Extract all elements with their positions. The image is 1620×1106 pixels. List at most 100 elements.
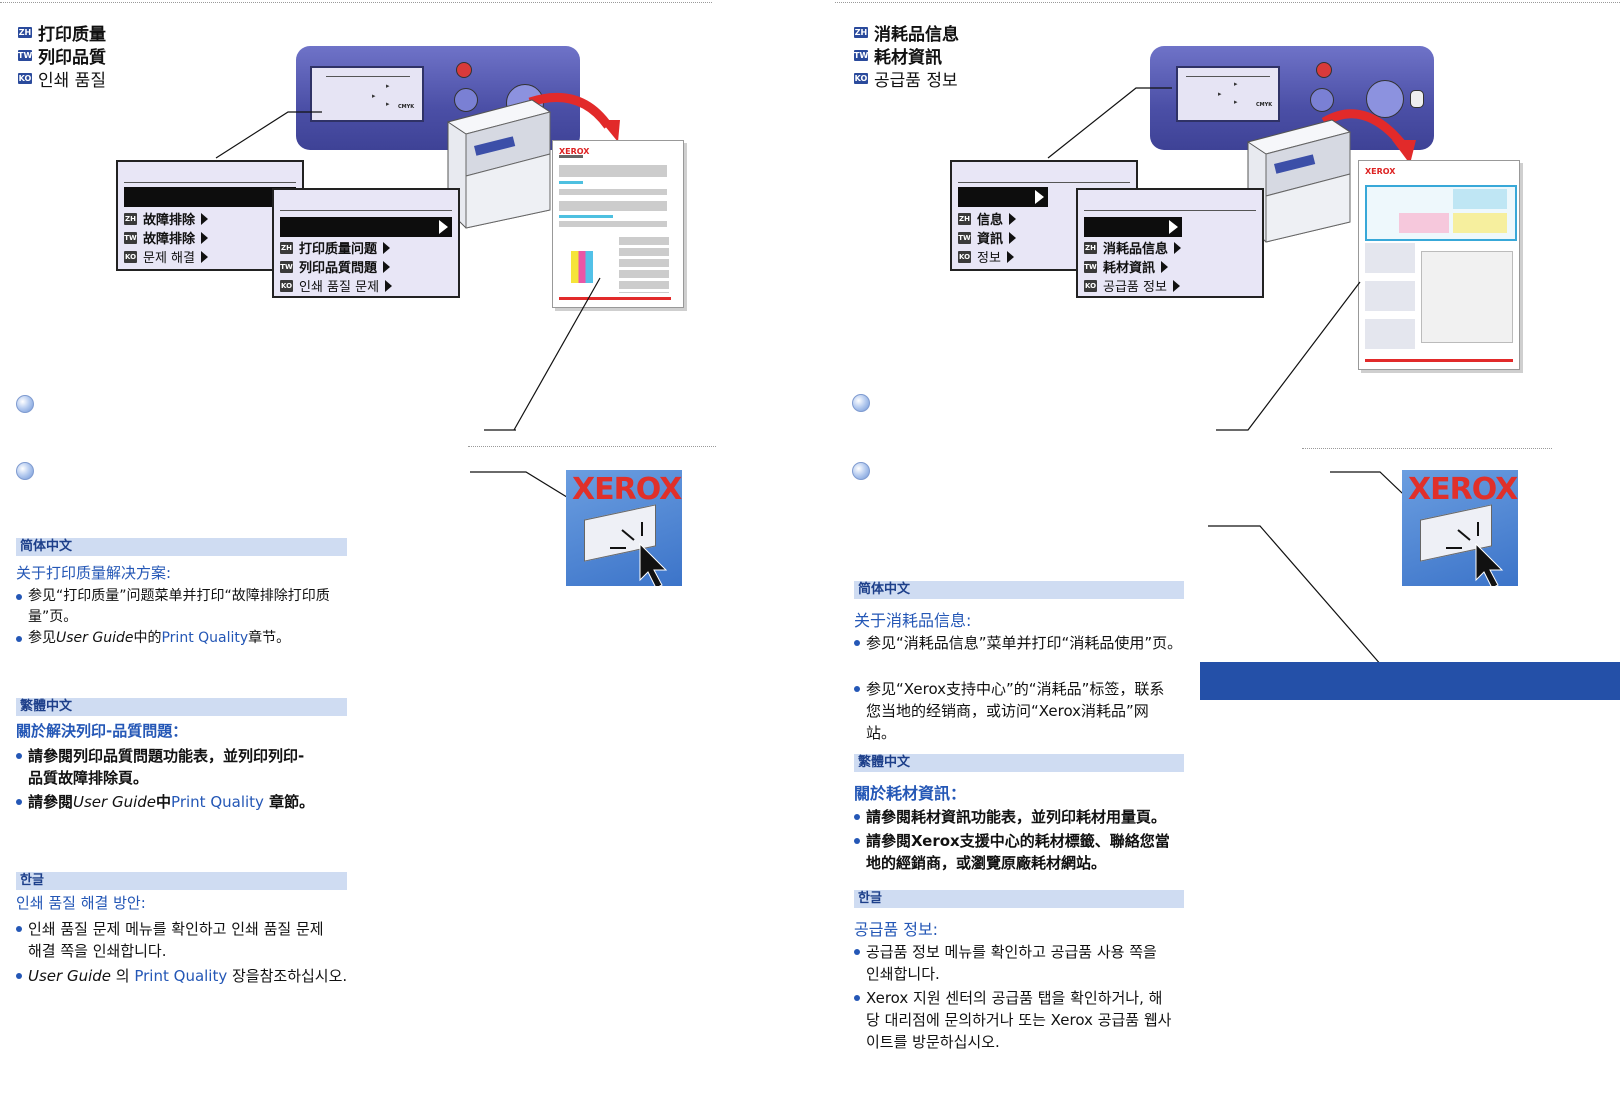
menu1-item-ko: KO 문제 해결 — [124, 247, 208, 266]
user-guide-ref: User Guide — [28, 967, 112, 985]
user-guide-ref: User Guide — [56, 630, 134, 646]
menu1-item-tw-text: 資訊 — [977, 232, 1004, 247]
xerox-support-center-icon: XEROX — [1402, 470, 1518, 586]
panel-lcd: ▸ ▸ ▸ CMYK — [1176, 66, 1280, 122]
section-zh-left: 简体中文 — [16, 538, 347, 556]
menu2-item-ko-text: 인쇄 품질 문제 — [299, 280, 380, 295]
mid-rule-right — [1302, 448, 1552, 449]
menu-tag: TW — [1084, 260, 1097, 273]
section-tw-left: 繁體中文 — [16, 698, 347, 716]
bullet-text: 請參閱Xerox支援中心的耗材標籤、聯絡您當地的經銷商，或瀏覽原廠耗材網站。 — [866, 832, 1170, 872]
bullet-text: 공급품 정보 메뉴를 확인하고 공급품 사용 쪽을 인쇄합니다. — [866, 943, 1157, 983]
output-arrow-icon — [1321, 109, 1406, 147]
lang-tag-tw: TW — [18, 50, 33, 61]
highlight-bar — [1200, 662, 1620, 700]
left-title-tw-text: 列印品質 — [38, 48, 106, 68]
text-part: 請參閱 — [28, 793, 74, 811]
heading-tw-left: 關於解決列印-品質問題： — [16, 722, 188, 740]
menu1-item-zh: ZH 信息 — [958, 209, 1017, 228]
right-title-ko: KO 공급품 정보 — [854, 66, 958, 91]
left-title-ko-text: 인쇄 품질 — [38, 71, 106, 91]
info-button-icon — [1410, 90, 1424, 108]
bullet-text: 인쇄 품질 문제 메뉴를 확인하고 인쇄 품질 문제 해결 쪽을 인쇄합니다. — [28, 920, 324, 960]
menu1-item-ko-text: 문제 해결 — [143, 251, 195, 266]
bullet-dot-icon — [16, 594, 22, 600]
page-xerox-mark: XEROX — [559, 147, 590, 156]
menu-tag: TW — [958, 231, 971, 244]
lang-tag-ko: KO — [18, 73, 32, 84]
text-part: 의 — [111, 967, 135, 985]
bullet-ko-left-1: 인쇄 품질 문제 메뉴를 확인하고 인쇄 품질 문제 해결 쪽을 인쇄합니다. — [16, 918, 336, 962]
step-bullet-icon — [852, 394, 870, 412]
heading-ko-left: 인쇄 품질 해결 방안: — [16, 894, 146, 912]
menu-tag: ZH — [1084, 241, 1097, 254]
bullet-dot-icon — [854, 814, 860, 820]
right-title-zh: ZH 消耗品信息 — [854, 20, 959, 45]
bullet-text: 請參閱User Guide中Print Quality 章節。 — [16, 791, 356, 813]
menu-tag: KO — [958, 250, 971, 263]
text-part: 章节。 — [248, 630, 291, 646]
printed-page-illustration: XEROX — [552, 140, 684, 308]
bullet-zh-left-2: 参见User Guide中的Print Quality章节。 — [16, 628, 356, 649]
menu-tag: ZH — [958, 212, 971, 225]
menu-tag: KO — [280, 279, 293, 292]
cancel-button-icon — [456, 62, 472, 78]
arrow-right-icon — [200, 250, 208, 263]
menu1-item-tw: TW 故障排除 — [124, 228, 209, 247]
menu1-item-zh: ZH 故障排除 — [124, 209, 209, 228]
menu1-item-tw: TW 資訊 — [958, 228, 1017, 247]
menu2-item-tw: TW 耗材資訊 — [1084, 257, 1169, 276]
bullet-dot-icon — [854, 640, 860, 646]
right-title-tw-text: 耗材資訊 — [874, 48, 942, 68]
bullet-dot-icon — [16, 973, 22, 979]
menu2-item-tw-text: 耗材資訊 — [1103, 261, 1156, 276]
arrow-right-icon — [383, 260, 391, 273]
output-arrow-icon — [528, 92, 612, 129]
menu1-item-ko-text: 정보 — [977, 251, 1001, 266]
print-quality-ref: Print Quality — [171, 793, 264, 811]
bullet-text: 請參閱列印品質問題功能表，並列印列印-品質故障排除頁。 — [28, 747, 305, 787]
arrow-right-icon — [1172, 279, 1180, 292]
arrow-right-icon — [1009, 231, 1017, 244]
bullet-ko-left-2: User Guide 의 Print Quality 장을참조하십시오. — [16, 965, 361, 987]
bullet-dot-icon — [854, 838, 860, 844]
menu-selected-bar — [1084, 217, 1182, 237]
left-title-zh-text: 打印质量 — [38, 25, 106, 45]
bullet-dot-icon — [16, 636, 22, 642]
cursor-icon — [610, 522, 668, 586]
right-title-ko-text: 공급품 정보 — [874, 71, 958, 91]
bullet-text: 参见“打印质量”问题菜单并打印“故障排除打印质量”页。 — [28, 588, 330, 625]
arrow-right-icon — [201, 212, 209, 225]
cmyk-label: CMYK — [398, 104, 415, 110]
bullet-dot-icon — [16, 926, 22, 932]
printer-illustration — [446, 92, 620, 229]
menu-selected-bar — [958, 187, 1048, 207]
menu2-item-tw: TW 列印品質問題 — [280, 257, 391, 276]
section-tw-right: 繁體中文 — [854, 754, 1184, 772]
xerox-support-center-icon: XEROX — [566, 470, 682, 586]
menu2-item-ko: KO 공급품 정보 — [1084, 276, 1180, 295]
left-title-zh: ZH 打印质量 — [18, 20, 106, 45]
bullet-dot-icon — [854, 686, 860, 692]
left-leader-lines — [215, 111, 601, 511]
bullet-text: 請參閱耗材資訊功能表，並列印耗材用量頁。 — [866, 808, 1167, 826]
menu1-item-tw-text: 故障排除 — [143, 232, 196, 247]
menu2-item-zh-text: 打印质量问题 — [299, 242, 378, 257]
lang-tag-zh: ZH — [18, 27, 32, 38]
text-part: 中 — [156, 793, 172, 811]
menu1-item-ko: KO 정보 — [958, 247, 1014, 266]
menu-selected-bar — [280, 217, 452, 237]
bullet-text: Xerox 지원 센터의 공급품 탭을 확인하거나, 해당 대리점에 문의하거나… — [866, 989, 1172, 1051]
supplies-page-illustration: XEROX — [1358, 160, 1520, 370]
bullet-tw-left-2: 請參閱User Guide中Print Quality 章節。 — [16, 791, 356, 813]
bullet-zh-right-1: 参见“消耗品信息”菜单并打印“消耗品使用”页。 — [854, 632, 1184, 654]
bullet-tw-right-1: 請參閱耗材資訊功能表，並列印耗材用量頁。 — [854, 806, 1194, 828]
heading-zh-left: 关于打印质量解决方案: — [16, 564, 172, 582]
arrow-right-icon — [1174, 241, 1182, 254]
lang-tag-tw: TW — [854, 50, 869, 61]
menu-tag: KO — [1084, 279, 1097, 292]
bullet-text: 参见“消耗品信息”菜单并打印“消耗品使用”页。 — [866, 634, 1183, 652]
arrow-right-icon — [385, 279, 393, 292]
cmyk-label: CMYK — [1256, 102, 1273, 108]
user-guide-ref: User Guide — [73, 793, 157, 811]
